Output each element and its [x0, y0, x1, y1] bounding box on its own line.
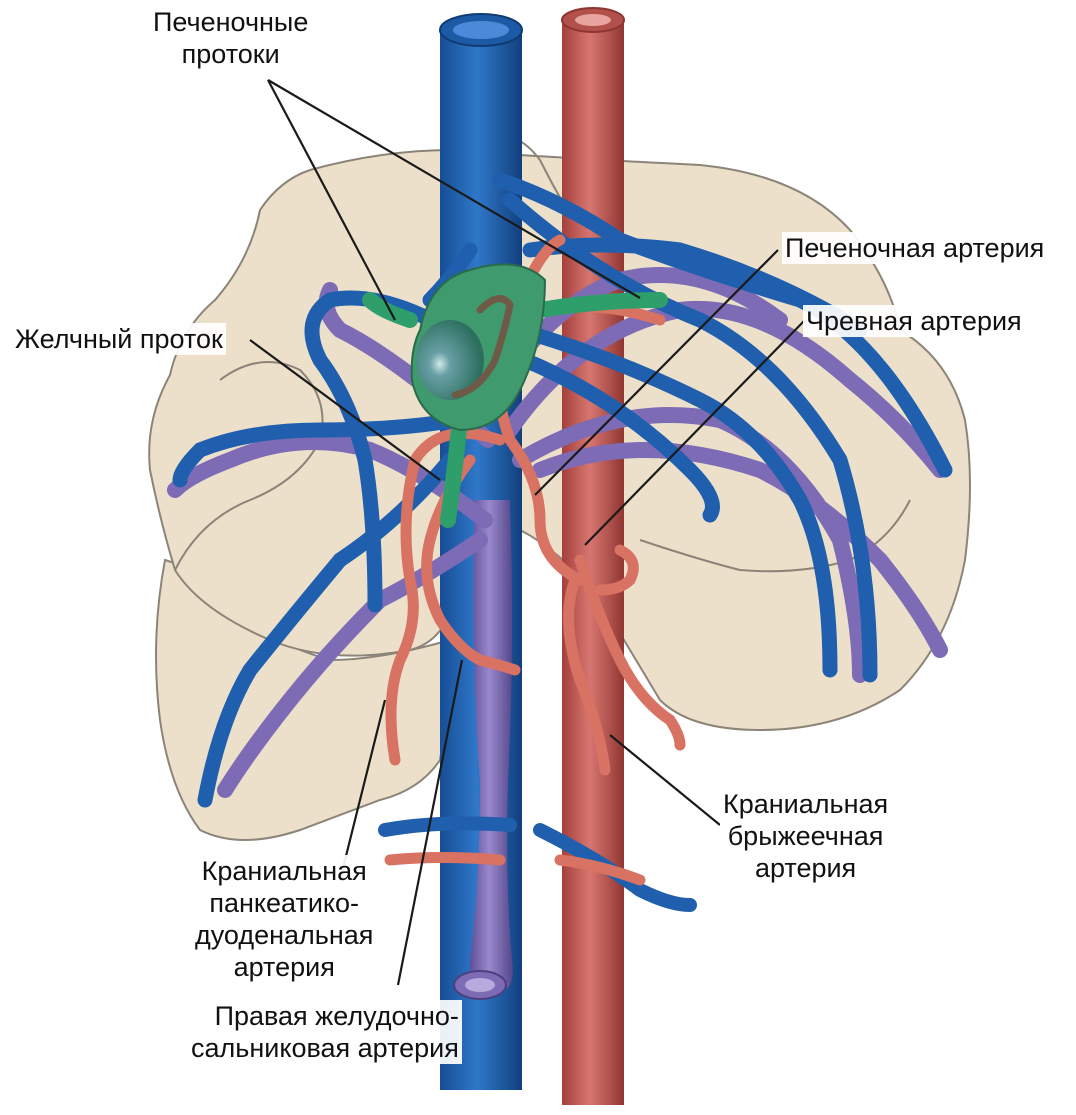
leader-celiac-artery: [584, 319, 806, 546]
leader-cranial-mesenteric: [609, 734, 721, 826]
leader-pancreaticoduodenal: [338, 699, 387, 881]
label-cranial-mesenteric-artery: Краниальная брыжеечная артерия: [720, 788, 892, 884]
portal-vein: [453, 500, 513, 1000]
label-gastroepiploic-line1: Правая желудочно-: [214, 1001, 459, 1031]
label-pancreaticoduodenal-line1: Краниальная: [201, 856, 367, 886]
leader-hepatic-ducts-1: [267, 79, 396, 321]
label-right-gastroepiploic-artery: Правая желудочно- сальниковая артерия: [188, 1000, 462, 1064]
label-celiac-artery: Чревная артерия: [803, 305, 1025, 337]
leader-hepatic-ducts-2: [267, 79, 641, 299]
label-cranial-pancreaticoduodenal-artery: Краниальная панкеатико- дуоденальная арт…: [192, 855, 377, 983]
label-pancreaticoduodenal-line2: панкеатико-: [209, 888, 360, 918]
label-bile-duct: Желчный проток: [12, 323, 226, 355]
label-hepatic-ducts-line2: протоки: [181, 39, 280, 69]
leader-hepatic-artery: [534, 249, 779, 496]
label-cranial-mesenteric-line2: брыжеечная: [727, 821, 884, 851]
label-pancreaticoduodenal-line4: артерия: [233, 952, 335, 982]
label-gastroepiploic-line2: сальниковая артерия: [191, 1033, 459, 1063]
label-hepatic-ducts-line1: Печеночные: [153, 7, 309, 37]
label-hepatic-artery: Печеночная артерия: [782, 232, 1048, 264]
leader-gastroepiploic: [396, 659, 464, 986]
label-cranial-mesenteric-line3: артерия: [754, 853, 857, 883]
lower-blue-vessels: [378, 816, 697, 912]
gallbladder: [410, 263, 547, 432]
arterial-branches: [384, 234, 686, 886]
label-hepatic-ducts: Печеночные протоки: [150, 6, 312, 70]
liver-lobe-edge-right: [639, 499, 911, 573]
label-pancreaticoduodenal-line3: дуоденальная: [195, 920, 374, 950]
leader-lines: [249, 79, 806, 986]
label-cranial-mesenteric-line1: Краниальная: [723, 789, 889, 819]
leader-bile-duct: [249, 339, 441, 481]
aorta: [561, 7, 625, 1105]
